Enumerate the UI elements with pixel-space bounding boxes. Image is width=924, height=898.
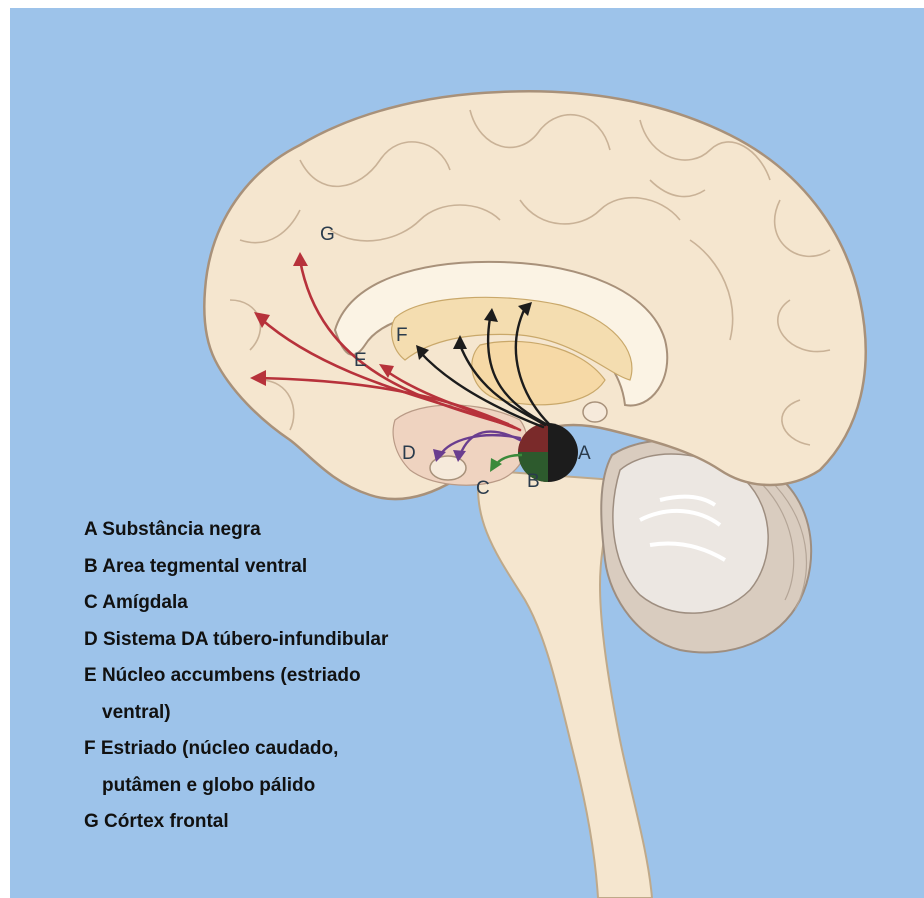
legend-item-f-cont: putâmen e globo pálido — [84, 768, 388, 805]
legend-item-d: D Sistema DA túbero-infundibular — [84, 622, 388, 659]
label-F: F — [396, 325, 408, 346]
label-G: G — [320, 224, 335, 245]
label-C: C — [476, 478, 490, 499]
legend-item-g: G Córtex frontal — [84, 804, 388, 841]
legend-item-e: E Núcleo accumbens (estriado — [84, 658, 388, 695]
legend-item-a: A Substância negra — [84, 512, 388, 549]
pituitary — [430, 456, 466, 480]
label-A: A — [578, 443, 591, 464]
legend-item-f: F Estriado (núcleo caudado, — [84, 731, 388, 768]
label-B: B — [527, 471, 540, 492]
legend-item-c: C Amígdala — [84, 585, 388, 622]
legend-item-b: B Area tegmental ventral — [84, 549, 388, 586]
legend-item-e-cont: ventral) — [84, 695, 388, 732]
label-D: D — [402, 443, 416, 464]
legend: A Substância negra B Area tegmental vent… — [84, 512, 388, 841]
label-E: E — [354, 350, 367, 371]
mammillary-body — [583, 402, 607, 422]
